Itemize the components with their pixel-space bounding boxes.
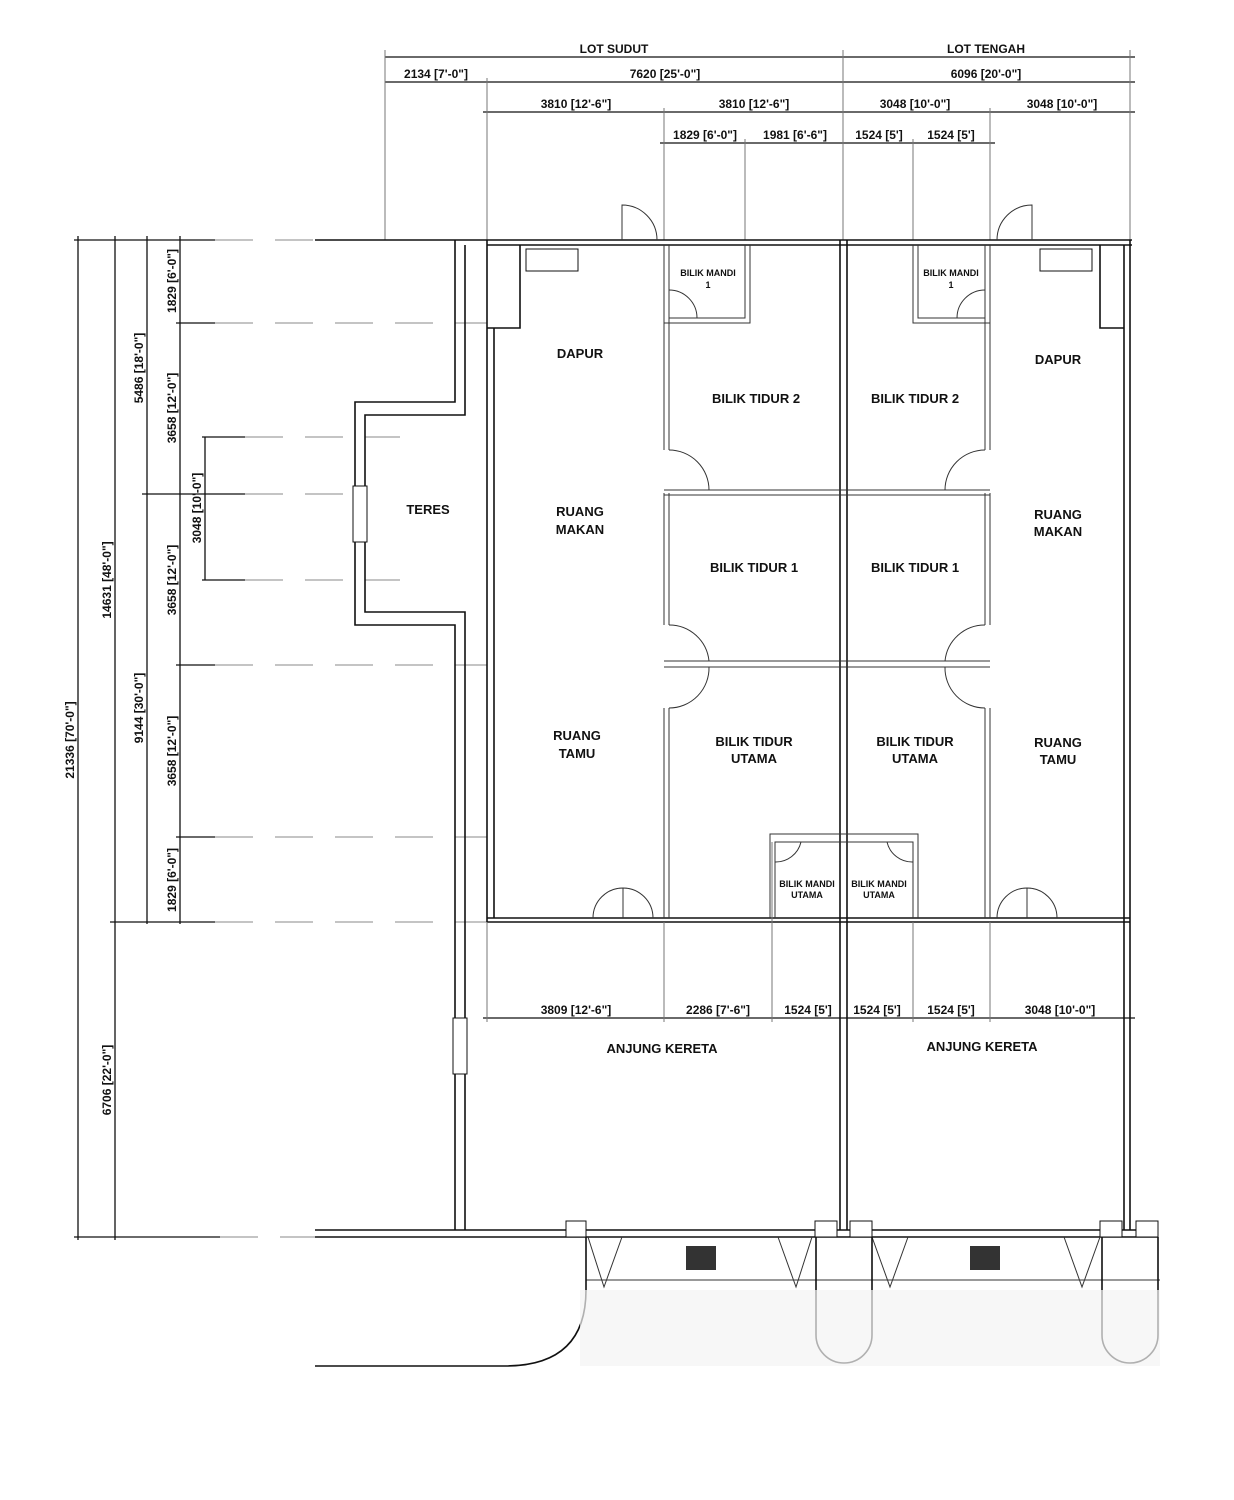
room-teres: TERES [406,502,450,517]
lot-tengah-label: LOT TENGAH [947,42,1025,56]
walls [315,204,1160,1367]
dim-label: 3048 [10'-0"] [1025,1003,1096,1017]
lot-sudut-label: LOT SUDUT [580,42,649,56]
sink-icon [1039,248,1093,272]
dim-label: 1981 [6'-6"] [763,128,827,142]
room-bilik-tidur-1-left: BILIK TIDUR 1 [710,560,798,575]
dim-label: 1524 [5'] [784,1003,832,1017]
dim-label: 1829 [6'-0"] [673,128,737,142]
room-ruang-makan-right-2: MAKAN [1034,524,1082,539]
dim-label: 3810 [12'-6"] [541,97,612,111]
sink-icon [525,248,579,272]
room-bilik-mandi-utama-left-2: UTAMA [791,890,823,900]
room-bilik-tidur-utama-left-2: UTAMA [731,751,778,766]
room-bilik-mandi-1-left-no: 1 [705,280,710,290]
top-dimensions: LOT SUDUT LOT TENGAH 2134 [7'-0"] 7620 [… [384,42,1135,330]
room-bilik-tidur-2-right: BILIK TIDUR 2 [871,391,959,406]
room-ruang-tamu-left: RUANG [553,728,601,743]
room-bilik-tidur-utama-right: BILIK TIDUR [876,734,954,749]
room-bilik-mandi-1-right: BILIK MANDI [923,268,979,278]
dim-label: 3048 [10'-0"] [880,97,951,111]
dim-label: 1524 [5'] [855,128,903,142]
dim-label: 3809 [12'-6"] [541,1003,612,1017]
dim-label: 6096 [20'-0"] [951,67,1022,81]
dim-label: 1524 [5'] [853,1003,901,1017]
room-bilik-mandi-utama-left: BILIK MANDI [779,879,835,889]
room-bilik-tidur-utama-left: BILIK TIDUR [715,734,793,749]
room-ruang-tamu-left-2: TAMU [559,746,596,761]
dim-label: 3810 [12'-6"] [719,97,790,111]
room-labels: DAPUR DAPUR RUANG MAKAN RUANG MAKAN RUAN… [406,268,1082,1056]
drain-icon [970,1246,1000,1270]
room-ruang-tamu-right: RUANG [1034,735,1082,750]
dim-label: 3048 [10'-0"] [1027,97,1098,111]
room-bilik-tidur-utama-right-2: UTAMA [892,751,939,766]
room-ruang-tamu-right-2: TAMU [1040,752,1077,767]
room-ruang-makan-left-2: MAKAN [556,522,604,537]
dim-label: 3658 [12'-0"] [165,545,179,616]
room-ruang-makan-left: RUANG [556,504,604,519]
room-anjung-kereta-left: ANJUNG KERETA [607,1041,719,1056]
dim-label: 7620 [25'-0"] [630,67,701,81]
room-bilik-mandi-1-left: BILIK MANDI [680,268,736,278]
dim-label: 2134 [7'-0"] [404,67,468,81]
room-bilik-tidur-2-left: BILIK TIDUR 2 [712,391,800,406]
dim-teres: 3048 [10'-0"] [190,473,204,544]
room-dapur-left: DAPUR [557,346,604,361]
bottom-dimensions: 3809 [12'-6"] 2286 [7'-6"] 1524 [5'] 152… [541,1003,1096,1017]
dim-label: 1829 [6'-0"] [165,249,179,313]
dim-upper: 5486 [18'-0"] [132,333,146,404]
dim-label: 2286 [7'-6"] [686,1003,750,1017]
room-anjung-kereta-right: ANJUNG KERETA [927,1039,1039,1054]
dim-label: 3658 [12'-0"] [165,373,179,444]
dim-label: 1524 [5'] [927,1003,975,1017]
room-bilik-mandi-utama-right-2: UTAMA [863,890,895,900]
dim-label: 1524 [5'] [927,128,975,142]
room-bilik-mandi-utama-right: BILIK MANDI [851,879,907,889]
dim-porch: 6706 [22'-0"] [100,1045,114,1116]
dim-house: 14631 [48'-0"] [100,541,114,618]
left-dimensions: 21336 [70'-0"] 14631 [48'-0"] 6706 [22'-… [63,236,487,1240]
dim-label: 3658 [12'-0"] [165,716,179,787]
room-bilik-mandi-1-right-no: 1 [948,280,953,290]
room-bilik-tidur-1-right: BILIK TIDUR 1 [871,560,959,575]
room-ruang-makan-right: RUANG [1034,507,1082,522]
room-dapur-right: DAPUR [1035,352,1082,367]
drain-icon [686,1246,716,1270]
dim-total: 21336 [70'-0"] [63,701,77,778]
dim-label: 1829 [6'-0"] [165,848,179,912]
dim-lower: 9144 [30'-0"] [132,673,146,744]
